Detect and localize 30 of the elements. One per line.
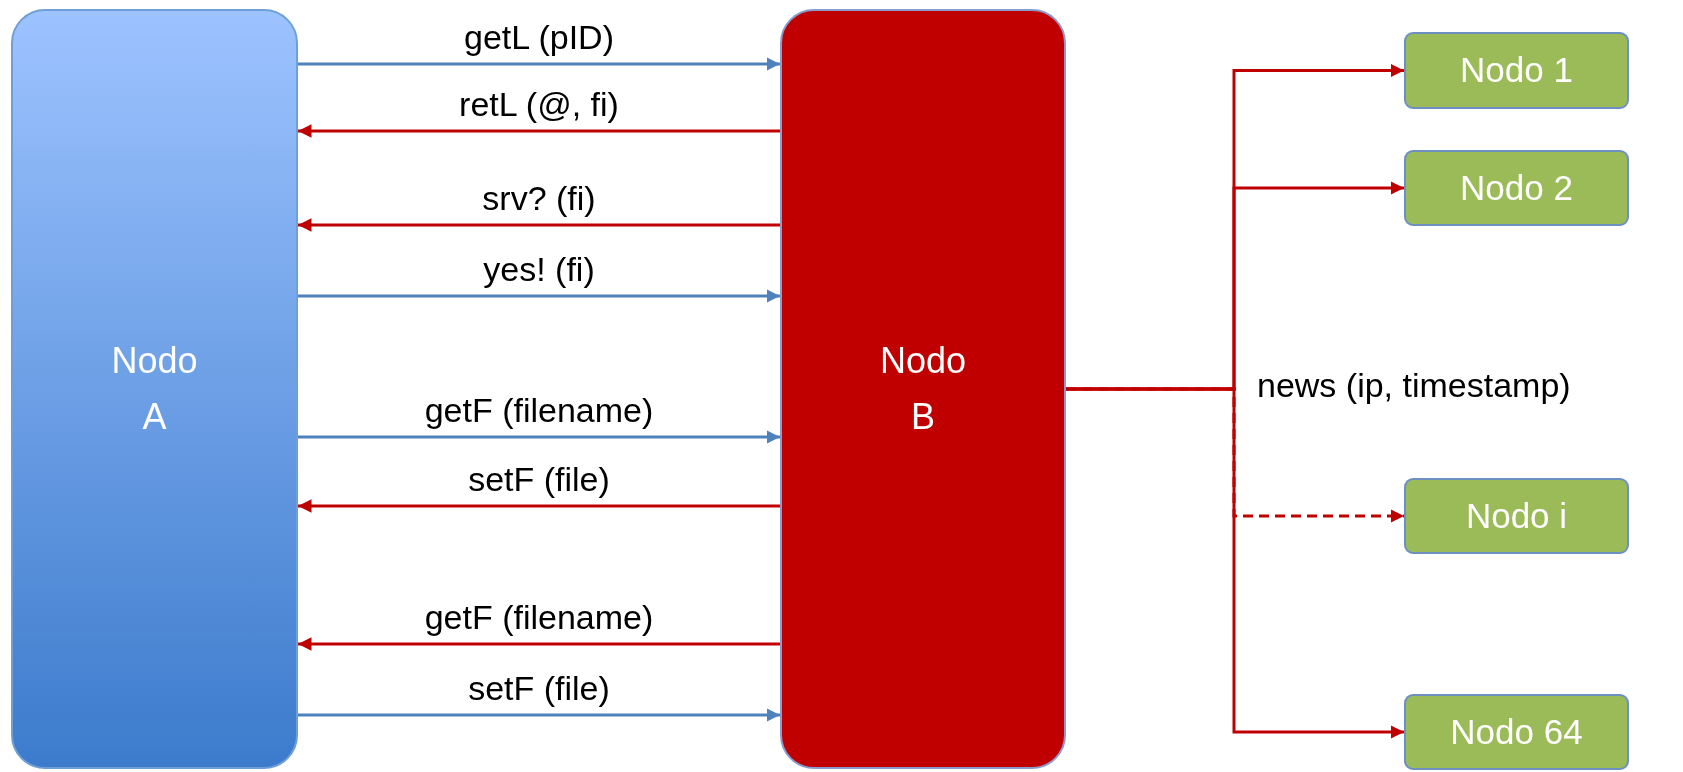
node-label: Nodo 2 (1460, 166, 1573, 209)
peer-node-box (1404, 478, 1629, 554)
node-label: Nodo B (878, 339, 968, 439)
node-box (11, 9, 298, 769)
edge-label: yes! (fi) (483, 250, 595, 289)
arrow (298, 289, 780, 303)
edge-label: retL (@, fi) (459, 85, 619, 124)
arrow (298, 637, 780, 651)
message-label: news (ip, timestamp) (1257, 366, 1571, 405)
node-label: Nodo 64 (1450, 710, 1583, 753)
arrow (298, 499, 780, 513)
peer-node-box (1404, 150, 1629, 226)
edge-label: getF (filename) (424, 391, 654, 430)
node-label: Nodo A (110, 339, 199, 439)
edge-label: setF (file) (468, 669, 610, 708)
edge-label: srv? (fi) (482, 179, 596, 218)
arrow (298, 57, 780, 71)
edge-label: getL (pID) (464, 18, 614, 57)
peer-node-box (1404, 32, 1629, 109)
edge-label: setF (file) (468, 460, 610, 499)
arrow (298, 218, 780, 232)
node-label: Nodo 1 (1460, 49, 1573, 92)
arrow (1066, 387, 1404, 739)
arrow (298, 708, 780, 722)
edge-label: getF (filename) (424, 598, 654, 637)
arrow (298, 124, 780, 138)
arrow (298, 430, 780, 444)
node-box (780, 9, 1066, 769)
node-label: Nodo i (1465, 494, 1568, 537)
peer-node-box (1404, 694, 1629, 770)
